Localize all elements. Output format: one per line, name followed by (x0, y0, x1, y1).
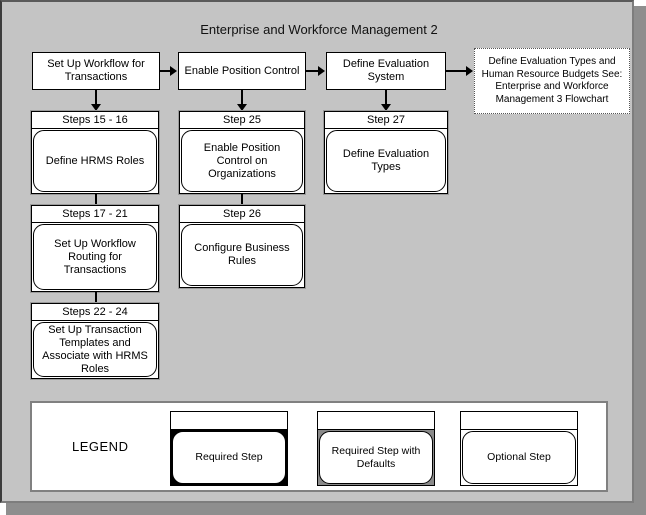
page-title: Enterprise and Workforce Management 2 (200, 22, 438, 37)
legend-item-header-strip (461, 412, 577, 430)
step-box-set-up-transaction-templates[interactable]: Steps 22 - 24 Set Up Transaction Templat… (31, 303, 159, 379)
process-box-set-up-workflow-for-transactions[interactable]: Set Up Workflow for Transactions (32, 52, 160, 90)
step-body: Define Evaluation Types (325, 129, 447, 193)
step-label-define-evaluation-types: Define Evaluation Types (326, 130, 446, 192)
legend-item-header-strip (171, 412, 287, 430)
reference-box-evaluation-types-and-budgets[interactable]: Define Evaluation Types and Human Resour… (474, 48, 630, 114)
connector-line-v-col1-b (95, 194, 97, 208)
legend-panel: LEGEND Required Step Required Step with … (30, 401, 608, 492)
step-box-define-hrms-roles[interactable]: Steps 15 - 16 Define HRMS Roles (31, 111, 159, 194)
step-label-configure-business-rules: Configure Business Rules (181, 224, 303, 286)
connector-arrow-v-col3-a (381, 104, 391, 111)
connector-arrow-h1 (170, 66, 177, 76)
step-body: Set Up Workflow Routing for Transactions (32, 223, 158, 291)
step-box-set-up-workflow-routing[interactable]: Steps 17 - 21 Set Up Workflow Routing fo… (31, 205, 159, 292)
legend-label-optional-step: Optional Step (462, 431, 576, 484)
legend-item-body: Required Step with Defaults (318, 430, 434, 485)
step-header-steps-17-21: Steps 17 - 21 (32, 206, 158, 223)
step-body: Configure Business Rules (180, 223, 304, 287)
legend-item-body: Optional Step (461, 430, 577, 485)
legend-item-body: Required Step (171, 430, 287, 485)
step-label-enable-position-control-on-organizations: Enable Position Control on Organizations (181, 130, 303, 192)
connector-line-v-col2-b (241, 194, 243, 208)
panel-shadow-bottom (6, 503, 646, 515)
step-header-steps-22-24: Steps 22 - 24 (32, 304, 158, 321)
connector-arrow-v-col2-a (237, 104, 247, 111)
connector-line-v-col2-a (241, 90, 243, 106)
step-header-step-25: Step 25 (180, 112, 304, 129)
legend-title: LEGEND (72, 439, 129, 454)
connector-line-h3 (446, 70, 467, 72)
step-label-define-hrms-roles: Define HRMS Roles (33, 130, 157, 192)
legend-item-optional-step: Optional Step (460, 411, 578, 486)
connector-line-h1 (160, 70, 171, 72)
connector-line-v-col3-a (385, 90, 387, 106)
step-label-set-up-transaction-templates: Set Up Transaction Templates and Associa… (33, 322, 157, 377)
connector-line-v-col1-a (95, 90, 97, 106)
step-box-enable-position-control-on-organizations[interactable]: Step 25 Enable Position Control on Organ… (179, 111, 305, 194)
process-box-enable-position-control[interactable]: Enable Position Control (178, 52, 306, 90)
step-label-set-up-workflow-routing: Set Up Workflow Routing for Transactions (33, 224, 157, 290)
panel-shadow-right (634, 6, 646, 515)
connector-arrow-h3 (466, 66, 473, 76)
step-header-step-26: Step 26 (180, 206, 304, 223)
connector-arrow-v-col1-a (91, 104, 101, 111)
step-header-steps-15-16: Steps 15 - 16 (32, 112, 158, 129)
step-body: Define HRMS Roles (32, 129, 158, 193)
step-header-step-27: Step 27 (325, 112, 447, 129)
step-box-define-evaluation-types[interactable]: Step 27 Define Evaluation Types (324, 111, 448, 194)
legend-label-required-step-with-defaults: Required Step with Defaults (319, 431, 433, 484)
connector-line-h2 (306, 70, 319, 72)
legend-item-required-step: Required Step (170, 411, 288, 486)
legend-item-header-strip (318, 412, 434, 430)
legend-item-required-step-with-defaults: Required Step with Defaults (317, 411, 435, 486)
flowchart-panel: Enterprise and Workforce Management 2 Se… (0, 0, 634, 503)
step-body: Enable Position Control on Organizations (180, 129, 304, 193)
legend-label-required-step: Required Step (172, 431, 286, 484)
step-body: Set Up Transaction Templates and Associa… (32, 321, 158, 378)
connector-line-v-col1-c (95, 292, 97, 306)
process-box-define-evaluation-system[interactable]: Define Evaluation System (326, 52, 446, 90)
connector-arrow-h2 (318, 66, 325, 76)
step-box-configure-business-rules[interactable]: Step 26 Configure Business Rules (179, 205, 305, 288)
